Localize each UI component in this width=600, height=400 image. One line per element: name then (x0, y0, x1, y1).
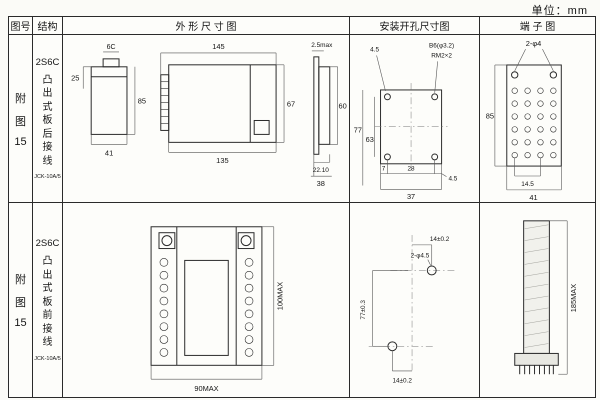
body-hatching (524, 224, 548, 348)
fig-line: 15 (14, 317, 27, 329)
dim-41: 41 (105, 148, 113, 157)
terminal-block (505, 64, 562, 167)
fig-line: 附 (15, 274, 26, 286)
model-label: 2S6C (35, 238, 60, 250)
dim-2-phi4: 2-φ4 (525, 39, 541, 48)
outline-cell-2: 100MAX 90MAX (63, 203, 350, 397)
header-outline: 外 形 尺 寸 图 (63, 17, 350, 35)
dim-lines-terminal-front (548, 220, 567, 375)
header-terminal: 端 子 图 (480, 17, 595, 35)
outline-drawing-rear-wiring: 6C 25 85 41 (71, 42, 347, 188)
dim-lines-side-view (82, 51, 136, 145)
model-label: 2S6C (35, 56, 60, 68)
dim-25: 25 (71, 74, 79, 83)
dim-145: 145 (212, 42, 224, 51)
dim-185max: 185MAX (569, 284, 578, 312)
dim-77-left: 77±0.3 (359, 300, 366, 320)
dim-14-5: 14.5 (521, 181, 534, 188)
terminal-cell-1: 2-φ4 85 14.5 41 (480, 35, 595, 203)
unit-label: 单位：mm (531, 5, 588, 17)
terminal-pins (518, 365, 554, 375)
dim-lines-side-plate (310, 50, 339, 177)
outline-cell-1: 6C 25 85 41 (63, 35, 350, 203)
dim-14-bottom: 14±0.2 (392, 378, 412, 385)
dim-63: 63 (365, 135, 373, 144)
terminal-screws-left (159, 258, 169, 357)
hole-spec-label: B6(φ3.2) (429, 43, 454, 50)
outline-drawing-front-wiring: 100MAX 90MAX (150, 226, 285, 393)
dimension-table: 图号 结构 外 形 尺 寸 图 安装开孔尺寸图 端 子 图 附 图 15 2S6… (8, 16, 596, 398)
terminal-drawing-front: 185MAX (513, 220, 578, 375)
install-cell-2: 14±0.2 2-φ4.5 77±0.3 14±0.2 (350, 203, 480, 397)
dim-14-top: 14±0.2 (429, 236, 449, 243)
dim-100max: 100MAX (276, 282, 285, 310)
dim-lines-terminal (494, 48, 562, 191)
dim-22-10: 22.10 (313, 167, 330, 174)
dim-41-terminal: 41 (529, 193, 537, 202)
dim-60: 60 (339, 102, 347, 111)
side-plate-view (313, 56, 331, 155)
front-view-terminal-board (150, 226, 263, 366)
structure-cell-2: 2S6C 凸出式板前接线 JCK-10A/5 (33, 203, 63, 397)
terminal-holes-grid (511, 87, 556, 159)
dim-lines-install (362, 55, 447, 190)
dim-lines-front-wiring (150, 226, 275, 380)
dim-4-5-top: 4.5 (370, 47, 379, 54)
dim-4-5-bottom: 4.5 (448, 176, 457, 183)
dim-67: 67 (287, 100, 295, 109)
relay-side-profile (513, 220, 559, 366)
dim-85: 85 (138, 97, 146, 106)
screw-spec-label: RM2×2 (431, 52, 452, 59)
dim-135: 135 (216, 156, 228, 165)
type-code: JCK-10A/5 (34, 174, 61, 181)
install-cell-1: 4.5 B6(φ3.2) RM2×2 77 63 7 28 4.5 37 (350, 35, 480, 203)
dim-90max: 90MAX (194, 384, 218, 393)
dim-lines-front-view (160, 52, 285, 153)
header-install: 安装开孔尺寸图 (350, 17, 480, 35)
dim-7: 7 (381, 166, 385, 173)
dim-77: 77 (353, 125, 361, 134)
front-view-body (160, 64, 277, 143)
connector-teeth (160, 81, 169, 124)
type-code: JCK-10A/5 (34, 355, 61, 362)
fig-line: 图 (15, 115, 26, 128)
terminal-screws-right (244, 258, 254, 357)
fig-line: 附 (15, 92, 26, 105)
dim-38: 38 (317, 179, 325, 188)
centerlines (374, 83, 447, 171)
dim-37: 37 (406, 192, 414, 201)
structure-description: 凸出式板前接线 (42, 256, 53, 349)
install-hole-drawing-front: 14±0.2 2-φ4.5 77±0.3 14±0.2 (359, 235, 457, 385)
fig-no-cell-2: 附 图 15 (9, 203, 33, 397)
structure-description: 凸出式板后接线 (42, 74, 53, 167)
fig-line: 图 (15, 297, 26, 309)
terminal-drawing-rear: 2-φ4 85 14.5 41 (485, 39, 562, 202)
fig-line: 15 (14, 135, 27, 148)
install-hole-drawing-rear: 4.5 B6(φ3.2) RM2×2 77 63 7 28 4.5 37 (353, 43, 457, 202)
hole-spec-label: 2-φ4.5 (410, 253, 429, 260)
dim-lines-install-front (371, 244, 432, 372)
dim-6c: 6C (107, 44, 116, 51)
dim-25max: 2.5max (311, 42, 333, 49)
structure-cell-1: 2S6C 凸出式板后接线 JCK-10A/5 (33, 35, 63, 203)
dim-85-terminal: 85 (485, 112, 493, 121)
side-view-body (90, 58, 128, 135)
dim-28: 28 (407, 166, 415, 173)
fig-no-cell-1: 附 图 15 (9, 35, 33, 203)
terminal-cell-2: 185MAX (480, 203, 595, 397)
header-fig-no: 图号 (9, 17, 33, 35)
header-structure: 结构 (33, 17, 63, 35)
